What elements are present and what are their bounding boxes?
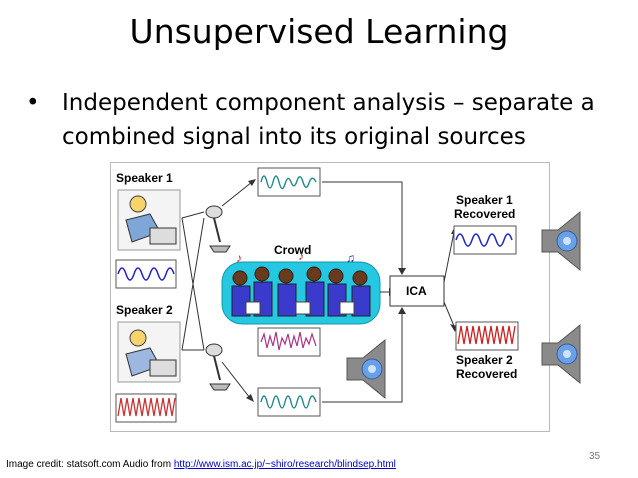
page-number: 35 (589, 451, 601, 462)
speaker2-wave-box (115, 393, 177, 423)
speaker-audio-icon[interactable] (540, 210, 596, 272)
speaker1-recovered-sine-wave (455, 233, 513, 247)
line-mix3-ica (322, 312, 403, 403)
line-s1-m1 (181, 211, 205, 219)
credit-text: Image credit: statsoft.com Audio from (6, 459, 174, 470)
music-note-icon: ♪ (236, 251, 242, 265)
line-s2-m1 (181, 217, 205, 351)
mixed-signal-3-wave (260, 395, 317, 409)
slide-title: Unsupervised Learning (129, 12, 509, 51)
speaker2-recovered-label-line1: Speaker 2 (456, 353, 513, 367)
ica-label: ICA (406, 284, 427, 298)
crowd-illustration: ♪ ♪ ♫ (221, 249, 381, 325)
music-note-icon: ♫ (346, 251, 355, 265)
bullet-text: Independent component analysis – separat… (62, 90, 595, 150)
mixed-signal-2-wave (260, 331, 317, 351)
music-note-icon: ♪ (298, 249, 304, 263)
speaker-audio-icon[interactable] (345, 338, 401, 400)
arrow-ica-rec1 (443, 231, 455, 283)
audio-source-link[interactable]: http://www.ism.ac.jp/~shiro/research/bli… (173, 459, 396, 470)
microphone-icon (205, 205, 231, 253)
speaker1-sine-wave (117, 267, 175, 281)
speaker1-wave-box (115, 259, 177, 289)
microphone-icon (205, 343, 231, 391)
speaker1-label: Speaker 1 (116, 171, 173, 185)
bullet-dot: • (26, 90, 40, 116)
speaker1-recovered-label-line1: Speaker 1 (456, 193, 513, 207)
mixed-signal-1-wave (260, 175, 317, 190)
speaker2-figure (117, 321, 181, 383)
speaker2-label: Speaker 2 (116, 303, 173, 317)
arrow-ica-rec2 (443, 301, 455, 327)
ica-box (389, 275, 445, 307)
speaker2-sawtooth-wave (117, 397, 176, 417)
ica-diagram: Speaker 1 Speaker 2 Crowd (110, 162, 550, 432)
crowd-label: Crowd (274, 243, 311, 257)
image-credit: Image credit: statsoft.com Audio from ht… (6, 459, 396, 470)
speaker1-recovered-label-line2: Recovered (454, 207, 515, 221)
arrow-mic1-mix1 (221, 181, 253, 207)
mixed-signal-2-box (257, 327, 321, 357)
arrow-mic2-mix2 (221, 361, 251, 399)
speaker2-recovered-label-line2: Recovered (456, 367, 517, 381)
speaker1-figure (117, 189, 181, 251)
line-mix1-ica (322, 181, 403, 270)
speaker2-recovered-sawtooth-wave (457, 325, 516, 345)
speaker-audio-icon[interactable] (540, 323, 596, 385)
